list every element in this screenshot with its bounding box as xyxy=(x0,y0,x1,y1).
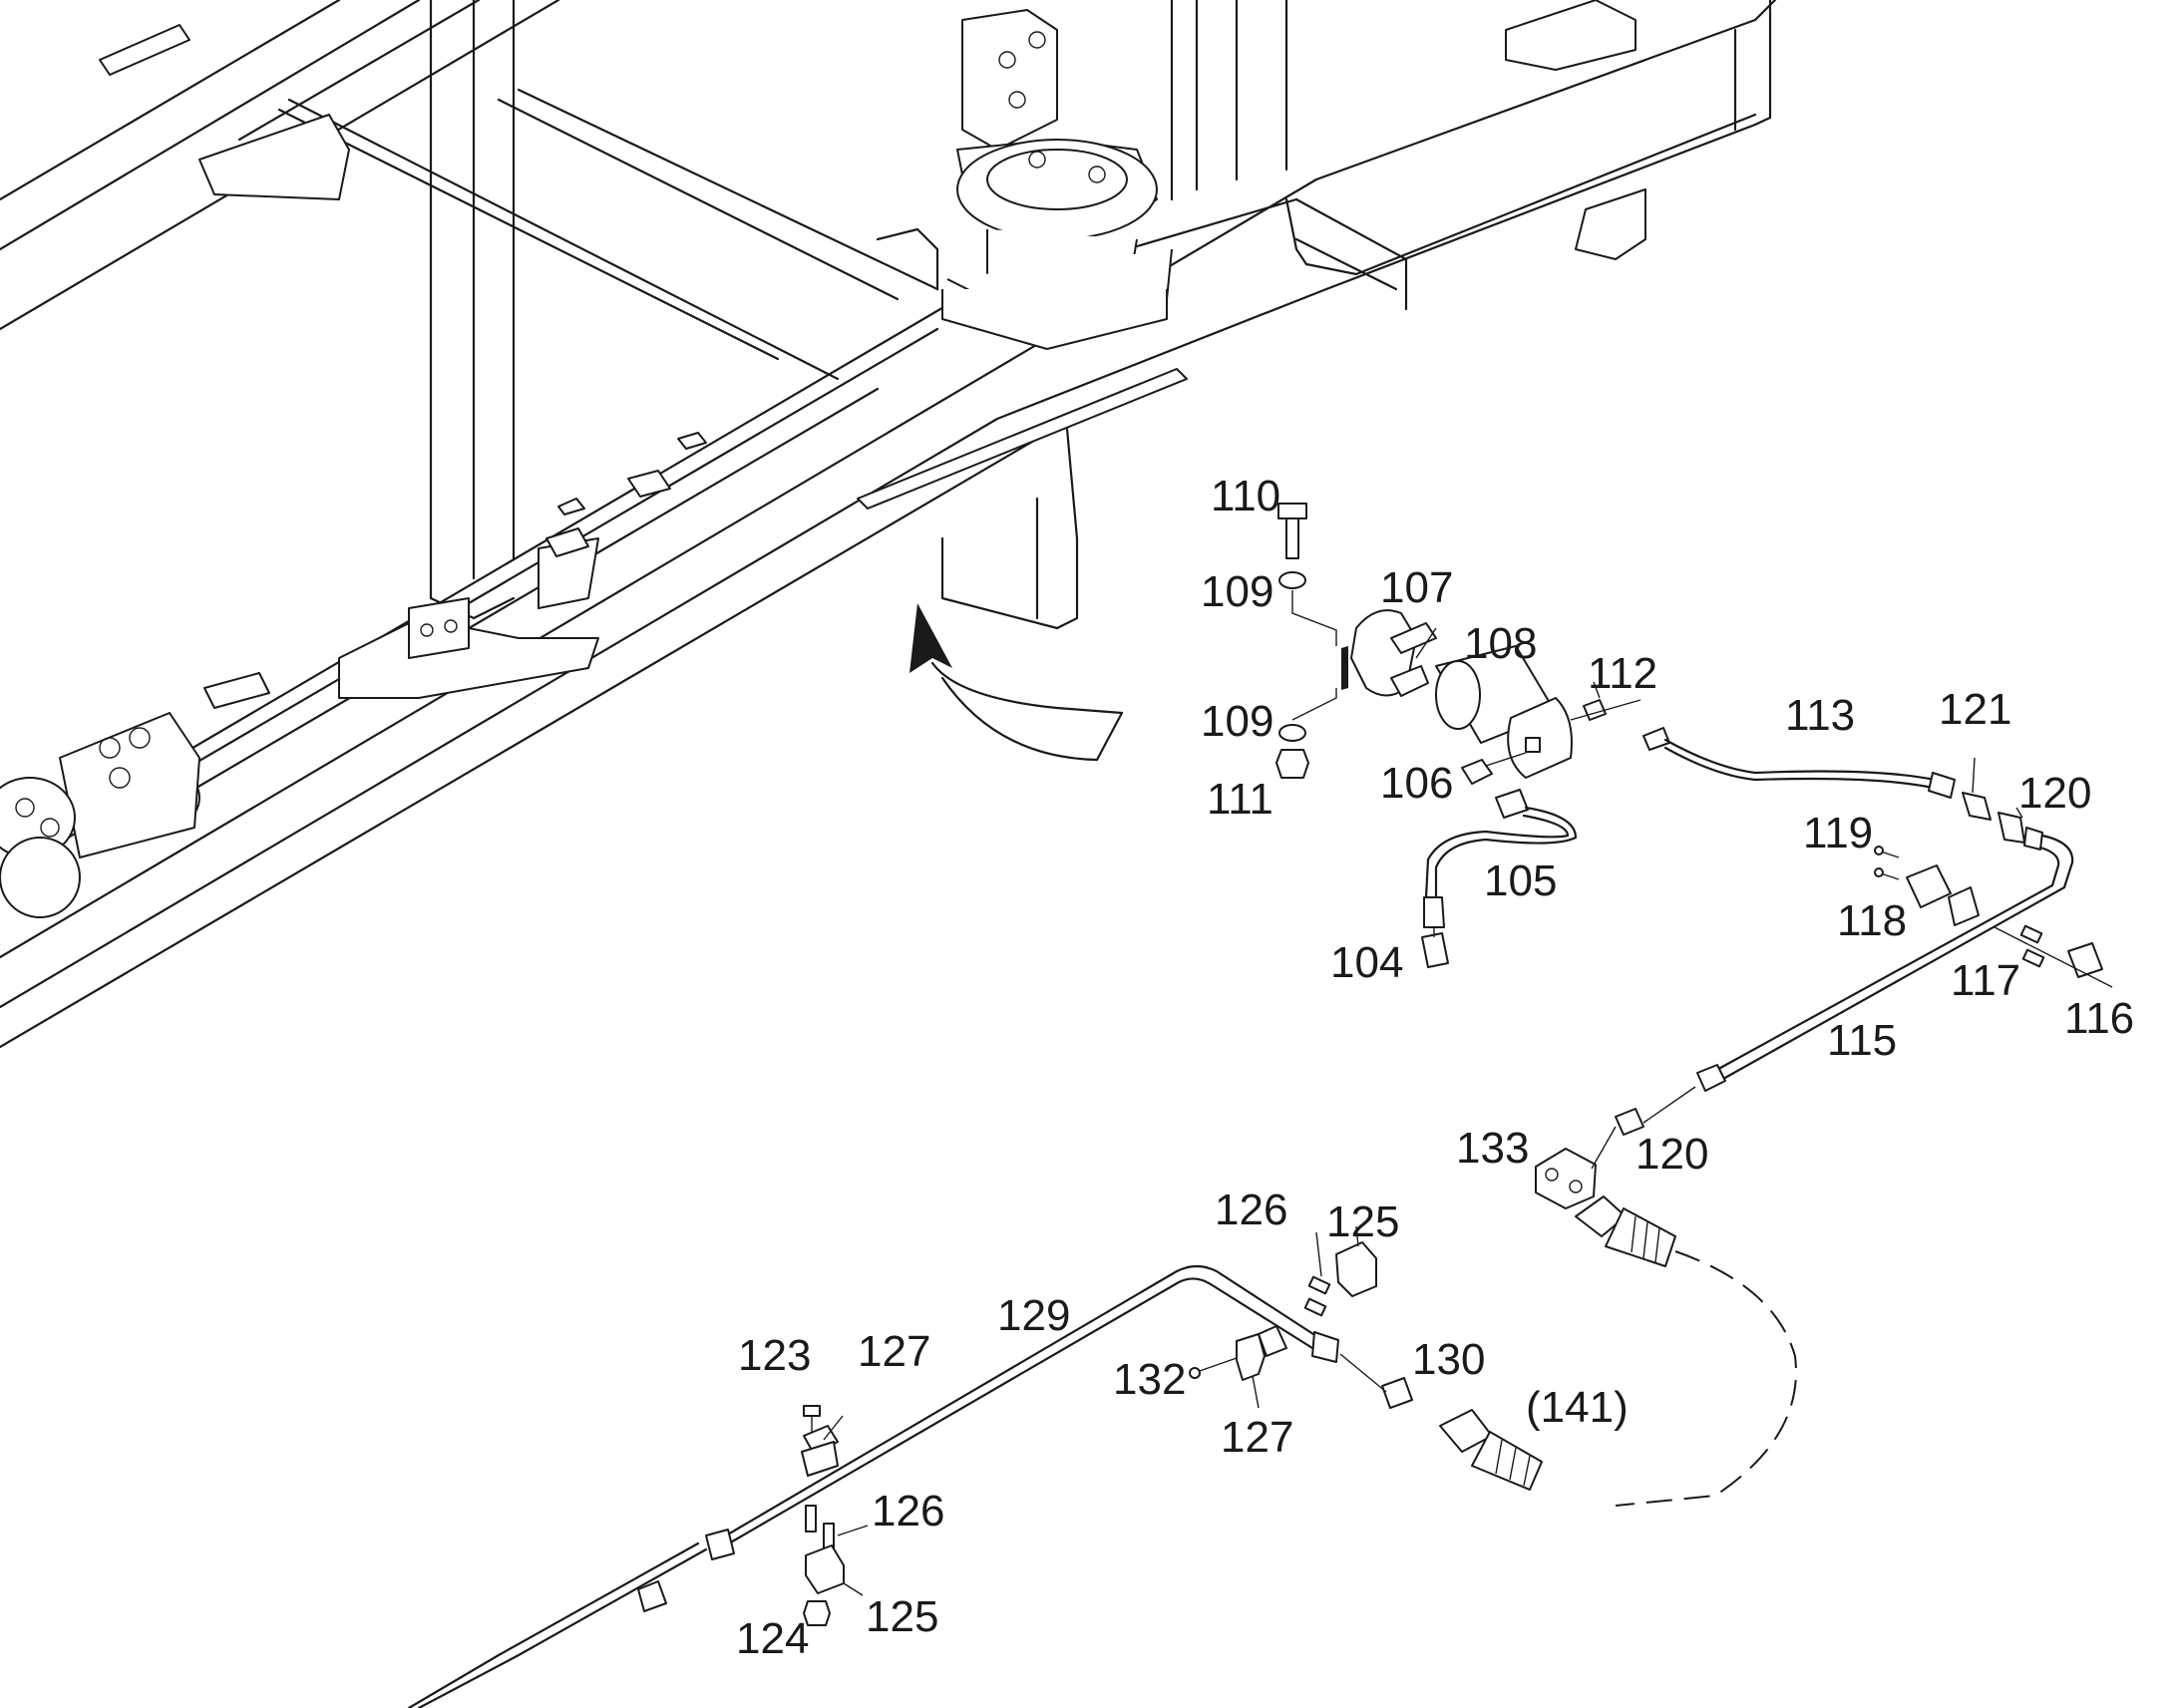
filter-108 xyxy=(1435,645,1573,779)
callout-110: 110 xyxy=(1211,472,1280,520)
fitting-106 xyxy=(1461,759,1493,785)
callout-127-right: 127 xyxy=(1221,1413,1293,1462)
coupling-133 xyxy=(1535,1126,1617,1209)
hose-105 xyxy=(1423,789,1578,928)
fitting-112 xyxy=(1583,699,1607,721)
callout-109-lower: 109 xyxy=(1201,697,1273,746)
callout-118: 118 xyxy=(1837,896,1907,945)
hose-end-upper xyxy=(1575,1196,1676,1267)
hose-141-path xyxy=(1615,1250,1797,1507)
callout-115: 115 xyxy=(1827,1016,1897,1065)
bolt-123 xyxy=(803,1405,821,1417)
callout-104: 104 xyxy=(1330,938,1403,987)
callout-111: 111 xyxy=(1207,775,1273,824)
callout-106: 106 xyxy=(1380,759,1453,808)
clamp-127-lower xyxy=(801,1425,839,1477)
callout-124: 124 xyxy=(736,1614,809,1663)
callout-133: 133 xyxy=(1456,1124,1529,1173)
callout-107: 107 xyxy=(1380,563,1453,612)
fitting-121 xyxy=(1962,792,1992,821)
lower-pipe-assembly xyxy=(407,1241,1543,1708)
callout-116: 116 xyxy=(2064,994,2134,1043)
leader-lines xyxy=(823,627,2023,1596)
callout-105: 105 xyxy=(1484,856,1557,905)
clamp-107 xyxy=(1341,609,1437,697)
callout-113: 113 xyxy=(1785,691,1855,740)
callout-112: 112 xyxy=(1588,649,1657,698)
clamp-125-lower xyxy=(805,1544,845,1594)
callout-125-lower: 125 xyxy=(866,1592,938,1641)
union-120-lower xyxy=(1615,1108,1644,1136)
callout-labels: 110 109 107 108 112 113 121 120 119 118 … xyxy=(736,472,2134,1663)
nut-124 xyxy=(803,1600,831,1626)
connector-104 xyxy=(1421,932,1449,968)
clamp-118 xyxy=(1874,846,1980,926)
turntable-mount xyxy=(941,9,1173,350)
callout-126-lower: 126 xyxy=(872,1487,944,1536)
callout-132: 132 xyxy=(1113,1355,1186,1404)
direction-arrow xyxy=(909,603,1124,762)
callout-117: 117 xyxy=(1951,956,2020,1005)
spacer-126-lower-a xyxy=(805,1505,817,1533)
callout-119: 119 xyxy=(1803,809,1873,857)
nut-111 xyxy=(1275,749,1309,779)
wheel-hub-left xyxy=(0,712,200,918)
callout-109-upper: 109 xyxy=(1201,567,1273,616)
bolt-110 xyxy=(1277,503,1307,519)
hose-end-141 xyxy=(1439,1409,1543,1491)
callout-127-left: 127 xyxy=(858,1327,930,1376)
callout-130: 130 xyxy=(1412,1335,1485,1384)
callout-120-upper: 120 xyxy=(2018,769,2091,818)
pipe-129 xyxy=(705,1264,1339,1560)
upper-hose-assembly xyxy=(1275,503,2113,1267)
callout-141: (141) xyxy=(1526,1383,1629,1432)
callout-125-upper: 125 xyxy=(1326,1197,1399,1246)
pipe-115 xyxy=(1696,834,2074,1092)
callout-108: 108 xyxy=(1464,619,1537,668)
callout-126-upper: 126 xyxy=(1215,1186,1287,1234)
hose-113 xyxy=(1642,727,1956,799)
chassis-frame xyxy=(0,0,1777,1049)
callout-129: 129 xyxy=(997,1291,1070,1340)
washer-109-lower xyxy=(1278,724,1306,742)
fitting-lower-left xyxy=(637,1580,667,1612)
clamp-upper-right xyxy=(1189,1241,1377,1381)
callout-120-lower: 120 xyxy=(1635,1130,1708,1179)
washer-109-upper xyxy=(1278,571,1306,589)
callout-121: 121 xyxy=(1939,685,2011,734)
coupling-130 xyxy=(1381,1377,1413,1409)
callout-123: 123 xyxy=(738,1331,811,1380)
clamp-116 xyxy=(1994,924,2113,988)
